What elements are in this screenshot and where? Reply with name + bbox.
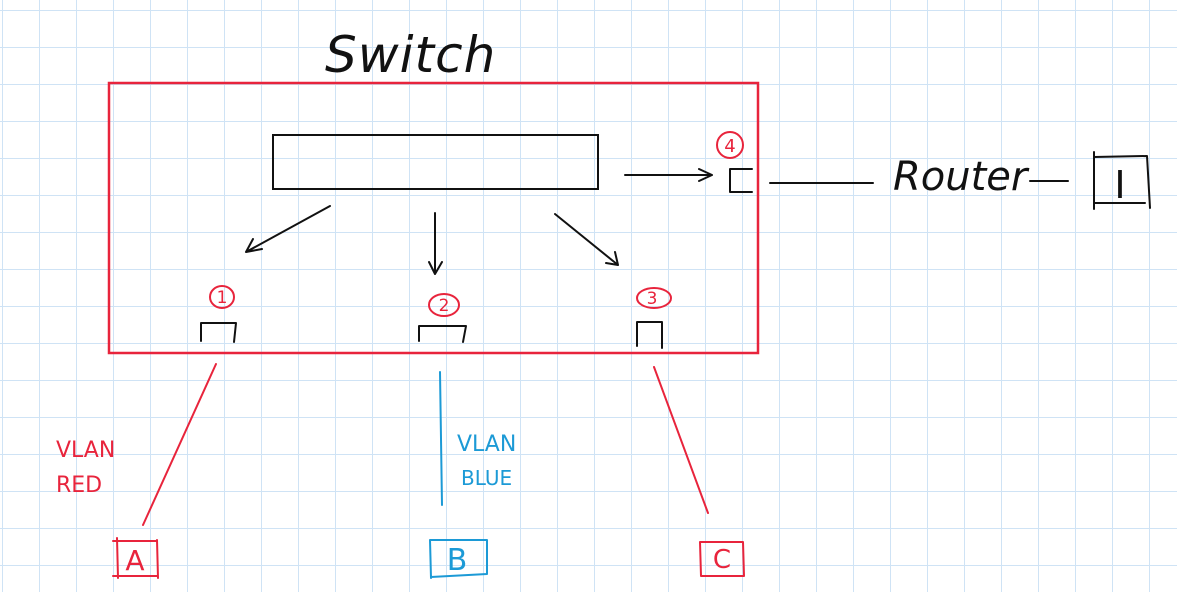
arrow-to-port-4	[624, 168, 713, 182]
cable-port1-device-a	[142, 363, 217, 526]
switch-title: Switch	[325, 26, 496, 84]
device-a: A	[112, 537, 159, 579]
vlan-red-line1: VLAN	[56, 438, 115, 463]
device-i: I	[1093, 151, 1151, 210]
device-a-label: A	[125, 544, 144, 577]
cables	[142, 363, 709, 526]
port-2	[418, 325, 467, 343]
vlan-red-line2: RED	[56, 473, 102, 498]
port-labels: 1 2 3 4	[209, 131, 744, 317]
port-1	[200, 322, 237, 343]
device-c-label: C	[713, 545, 731, 575]
port-1-number: 1	[217, 288, 228, 308]
router-label: Router	[893, 154, 1030, 200]
port-4	[729, 168, 753, 193]
vlan-blue-line1: VLAN	[457, 432, 516, 457]
cable-port3-device-c	[653, 366, 709, 514]
port-2-number: 2	[439, 296, 450, 316]
arrow-to-port-1	[245, 205, 331, 253]
device-b-label: B	[447, 543, 468, 578]
port-3-label: 3	[636, 287, 672, 309]
port-4-number: 4	[724, 136, 735, 157]
port-4-label: 4	[716, 131, 744, 159]
fabric-arrows	[245, 168, 713, 275]
switch-fabric	[272, 134, 599, 190]
port-1-label: 1	[209, 285, 235, 309]
vlan-red-label: VLAN RED	[56, 438, 115, 498]
port-2-label: 2	[428, 293, 460, 317]
router-link	[769, 180, 1069, 184]
arrow-to-port-3	[554, 213, 619, 266]
device-c: C	[699, 541, 745, 577]
vlan-blue-label: VLAN BLUE	[457, 432, 516, 490]
device-b: B	[429, 539, 488, 579]
ports	[200, 168, 753, 349]
switch-box	[107, 81, 760, 355]
device-i-label: I	[1114, 163, 1125, 207]
arrow-to-port-2	[428, 212, 443, 275]
vlan-blue-line2: BLUE	[461, 466, 512, 490]
port-3	[636, 321, 663, 349]
port-3-number: 3	[647, 289, 658, 309]
cable-port2-device-b	[439, 371, 443, 506]
